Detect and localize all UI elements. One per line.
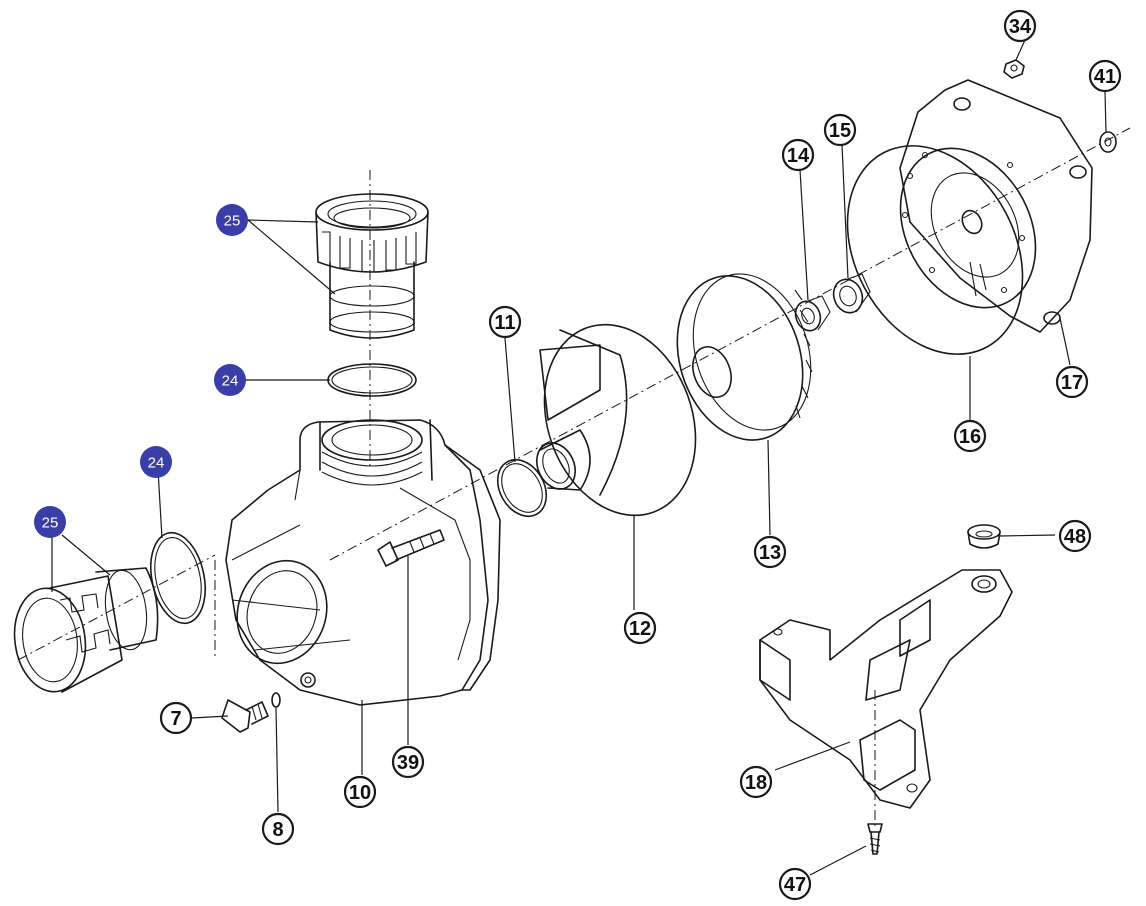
callout-13: 13 [753,535,787,569]
svg-text:8: 8 [272,819,283,841]
seal-15 [832,273,871,314]
nut-34 [1003,59,1025,79]
svg-text:18: 18 [745,772,767,794]
badge-24-left: 24 [140,446,172,478]
callout-17: 17 [1055,365,1089,399]
svg-text:24: 24 [148,455,165,472]
svg-text:15: 15 [829,120,851,142]
svg-text:10: 10 [349,782,371,804]
diffuser [535,323,697,517]
badge-25-top: 25 [216,204,248,236]
callout-16: 16 [953,419,987,453]
o-ring-left [150,531,206,625]
callout-7: 7 [159,701,193,735]
base-bracket [759,569,1013,809]
svg-text:47: 47 [784,874,806,896]
leader-lines [51,39,1107,876]
callout-14: 14 [781,138,815,172]
gasket-ring [846,145,1024,355]
union-nut-left [13,567,159,693]
svg-text:16: 16 [959,426,981,448]
svg-text:14: 14 [787,145,810,167]
callout-48: 48 [1058,519,1092,553]
callout-10: 10 [343,775,377,809]
pump-housing [225,419,501,706]
callout-41: 41 [1088,59,1122,93]
screw-47 [867,823,883,855]
svg-text:13: 13 [759,542,781,564]
svg-text:39: 39 [397,752,419,774]
bolt [377,529,445,567]
callout-34: 34 [1003,9,1037,43]
callout-47: 47 [778,867,812,901]
svg-text:25: 25 [42,515,59,532]
callout-39: 39 [391,745,425,779]
callout-11: 11 [488,305,522,339]
drain-plug [221,692,281,733]
callout-18: 18 [739,765,773,799]
washer-41 [1099,131,1117,153]
grommet-48 [967,524,1001,549]
motor-bracket [899,79,1093,333]
svg-text:17: 17 [1061,372,1083,394]
callout-12: 12 [623,611,657,645]
callout-15: 15 [823,113,857,147]
seal-14 [794,295,831,332]
o-ring-top [327,363,417,397]
svg-text:25: 25 [224,213,241,230]
callout-8: 8 [261,812,295,846]
badge-25-left: 25 [34,506,66,538]
impeller [676,273,813,441]
svg-text:24: 24 [222,373,239,390]
svg-text:48: 48 [1064,526,1086,548]
svg-text:7: 7 [170,708,181,730]
union-nut-top [315,193,429,339]
svg-text:34: 34 [1009,16,1032,38]
svg-text:11: 11 [494,312,515,334]
svg-text:41: 41 [1094,66,1116,88]
badge-24-top: 24 [214,364,246,396]
svg-text:12: 12 [629,618,651,640]
